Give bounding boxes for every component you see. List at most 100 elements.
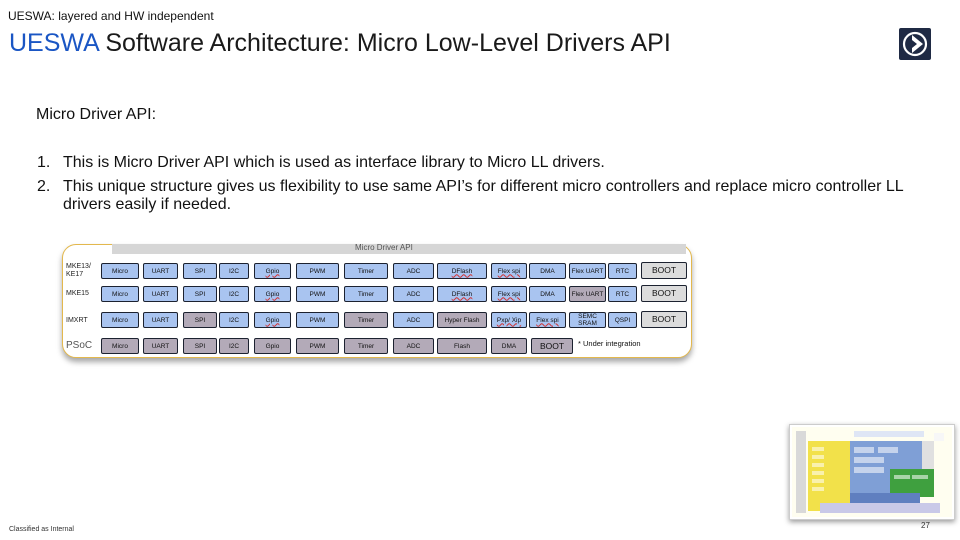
driver-cell: SPI bbox=[183, 312, 217, 328]
driver-cell-label: Flex UART bbox=[571, 267, 604, 275]
brand-logo-icon bbox=[899, 28, 931, 60]
driver-cell-label: Timer bbox=[357, 342, 375, 350]
driver-cell-label: UART bbox=[151, 267, 170, 275]
driver-cell-label: DMA bbox=[501, 342, 517, 350]
driver-cell: Flash bbox=[437, 338, 487, 354]
driver-cell-label: I2C bbox=[228, 267, 240, 275]
driver-cell-label: DFlash bbox=[451, 267, 473, 275]
driver-cell: PWM bbox=[296, 286, 339, 302]
driver-cell: RTC bbox=[608, 286, 637, 302]
driver-cell: Timer bbox=[344, 312, 388, 328]
driver-cell-label: PWM bbox=[309, 316, 326, 324]
driver-cell: Flex spi bbox=[491, 286, 527, 302]
driver-cell: PWM bbox=[296, 263, 339, 279]
driver-cell-label: I2C bbox=[228, 342, 240, 350]
driver-cell: UART bbox=[143, 312, 178, 328]
driver-cell-label: Flex spi bbox=[497, 267, 521, 275]
driver-cell-label: DFlash bbox=[451, 290, 473, 298]
driver-cell-label: BOOT bbox=[651, 314, 677, 324]
driver-cell: I2C bbox=[219, 263, 249, 279]
driver-cell-label: UART bbox=[151, 316, 170, 324]
driver-cell-label: Micro bbox=[112, 267, 128, 275]
integration-note: * Under integration bbox=[578, 339, 641, 348]
row-label: PSoC bbox=[66, 340, 93, 351]
driver-cell-label: BOOT bbox=[651, 288, 677, 298]
driver-cell: Hyper Flash bbox=[437, 312, 487, 328]
driver-cell: SEMC SRAM bbox=[569, 312, 606, 328]
driver-cell: Flex UART bbox=[569, 286, 606, 302]
driver-cell-label: DMA bbox=[540, 290, 555, 298]
row-label: MKE13/ KE17 bbox=[66, 263, 91, 278]
driver-cell: BOOT bbox=[641, 285, 687, 302]
driver-cell: SPI bbox=[183, 286, 217, 302]
driver-cell: Timer bbox=[344, 286, 388, 302]
architecture-thumbnail bbox=[789, 424, 955, 520]
driver-cell-label: BOOT bbox=[539, 340, 565, 351]
driver-cell-label: ADC bbox=[406, 290, 421, 298]
driver-cell-label: Timer bbox=[357, 316, 375, 324]
driver-cell-label: I2C bbox=[228, 290, 240, 298]
driver-cell: DMA bbox=[529, 263, 566, 279]
driver-cell-label: QSPI bbox=[614, 316, 631, 324]
driver-cell: Flex UART bbox=[569, 263, 606, 279]
driver-cell-label: RTC bbox=[615, 267, 630, 275]
driver-cell: DFlash bbox=[437, 263, 487, 279]
driver-cell-label: Timer bbox=[357, 267, 375, 275]
driver-cell: SPI bbox=[183, 338, 217, 354]
driver-cell-label: SPI bbox=[194, 290, 206, 298]
driver-cell-label: PWM bbox=[309, 267, 326, 275]
driver-cell: Micro bbox=[101, 286, 139, 302]
title-accent: UESWA bbox=[9, 29, 99, 57]
point-text: This unique structure gives us flexibili… bbox=[63, 178, 904, 213]
driver-cell-label: I2C bbox=[228, 316, 240, 324]
driver-cell-label: Flash bbox=[454, 342, 470, 350]
driver-cell-label: Flex spi bbox=[536, 316, 559, 324]
driver-cell-label: Micro bbox=[112, 316, 128, 324]
driver-cell: ADC bbox=[393, 263, 434, 279]
driver-cell-label: Hyper Flash bbox=[444, 316, 480, 324]
driver-cell: Gpio bbox=[254, 286, 291, 302]
point-item: 1.This is Micro Driver API which is used… bbox=[36, 154, 916, 172]
driver-cell: DFlash bbox=[437, 286, 487, 302]
driver-cell: BOOT bbox=[641, 262, 687, 279]
driver-cell-label: PWM bbox=[309, 290, 326, 298]
driver-cell: PWM bbox=[296, 338, 339, 354]
row-label: MKE15 bbox=[66, 290, 89, 297]
driver-cell: I2C bbox=[219, 312, 249, 328]
driver-cell-label: SPI bbox=[194, 267, 206, 275]
driver-cell: I2C bbox=[219, 286, 249, 302]
page-number: 27 bbox=[921, 521, 930, 530]
subheading: Micro Driver API: bbox=[36, 106, 157, 123]
driver-cell-label: ADC bbox=[406, 316, 421, 324]
driver-cell: I2C bbox=[219, 338, 249, 354]
driver-cell: UART bbox=[143, 338, 178, 354]
driver-cell-label: DMA bbox=[540, 267, 555, 275]
title-rest: Software Architecture: Micro Low-Level D… bbox=[98, 29, 671, 57]
driver-cell-label: SEMC SRAM bbox=[578, 313, 597, 327]
api-bar bbox=[112, 244, 686, 254]
section-tag: UESWA: layered and HW independent bbox=[8, 9, 214, 23]
point-list: 1.This is Micro Driver API which is used… bbox=[36, 154, 916, 220]
driver-cell-label: ADC bbox=[406, 267, 421, 275]
point-text: This is Micro Driver API which is used a… bbox=[63, 154, 605, 171]
driver-cell: QSPI bbox=[608, 312, 637, 328]
driver-cell-label: BOOT bbox=[651, 265, 677, 275]
driver-cell-label: Gpio bbox=[265, 290, 280, 298]
driver-cell-label: Flex UART bbox=[571, 290, 604, 298]
driver-cell: UART bbox=[143, 263, 178, 279]
driver-cell: ADC bbox=[393, 338, 434, 354]
driver-cell-label: Pxp/ Xip bbox=[496, 316, 522, 324]
driver-cell: PWM bbox=[296, 312, 339, 328]
driver-cell-label: SPI bbox=[194, 342, 206, 350]
driver-cell: Timer bbox=[344, 338, 388, 354]
driver-cell-label: Gpio bbox=[265, 316, 280, 324]
driver-cell-label: UART bbox=[151, 290, 170, 298]
driver-cell-label: Micro bbox=[112, 290, 128, 298]
driver-cell: Flex spi bbox=[491, 263, 527, 279]
driver-cell-label: Timer bbox=[357, 290, 375, 298]
driver-cell: Timer bbox=[344, 263, 388, 279]
driver-cell: UART bbox=[143, 286, 178, 302]
driver-cell-label: ADC bbox=[406, 342, 421, 350]
driver-cell: Gpio bbox=[254, 338, 291, 354]
point-number: 2. bbox=[37, 178, 51, 195]
